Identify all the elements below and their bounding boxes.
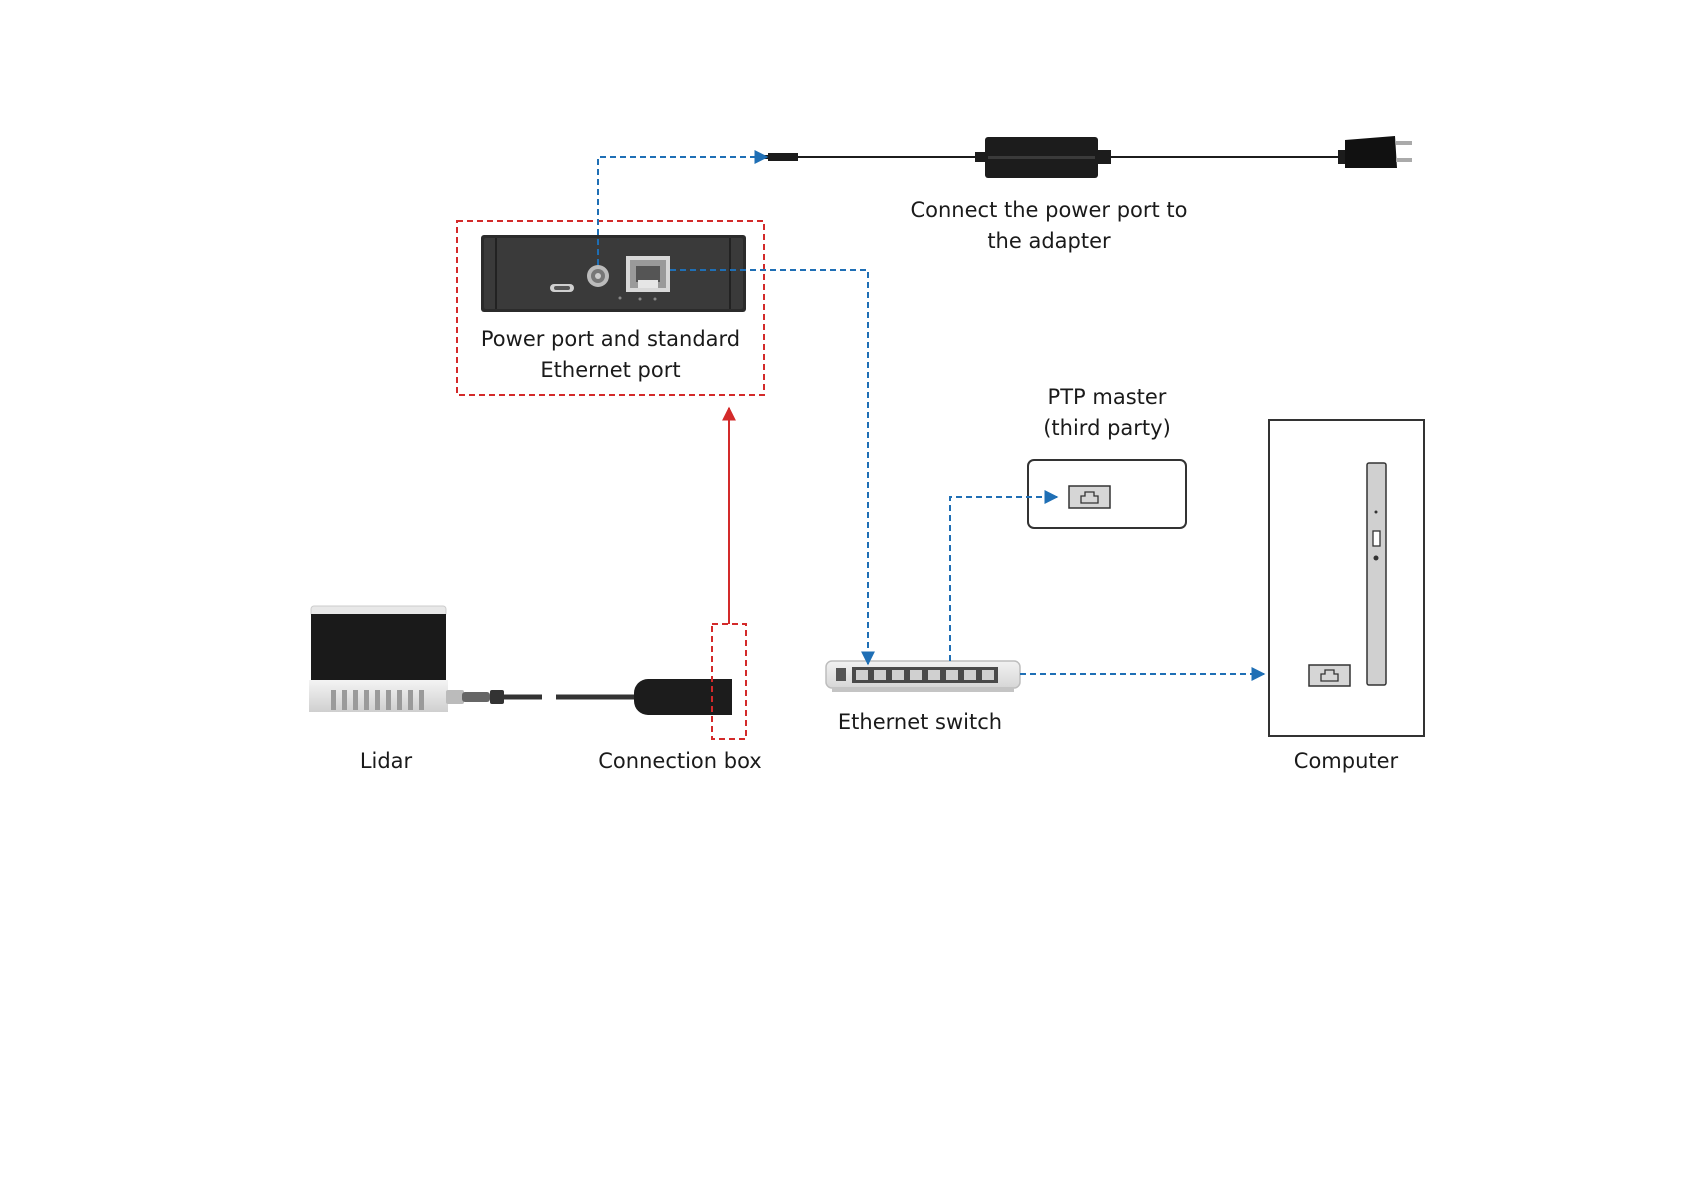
ethernet-switch-icon <box>826 661 1020 692</box>
lidar-sensor-icon <box>309 606 542 712</box>
adapter-label-line2: the adapter <box>884 226 1214 257</box>
lidar-label: Lidar <box>306 746 466 777</box>
ethernet-port-icon <box>1069 486 1110 508</box>
ports-label-line1: Power port and standard <box>457 324 764 355</box>
ptp-label-line2: (third party) <box>1007 413 1207 444</box>
computer-label: Computer <box>1246 746 1446 777</box>
ptp-master-device <box>1028 460 1186 528</box>
adapter-label: Connect the power port to the adapter <box>884 195 1214 257</box>
wall-plug-icon <box>1338 136 1412 168</box>
ports-label-line2: Ethernet port <box>457 355 764 386</box>
ethernet-switch-label: Ethernet switch <box>820 707 1020 738</box>
connection-box-icon <box>556 679 732 715</box>
connection-box-label: Connection box <box>580 746 780 777</box>
adapter-label-line1: Connect the power port to <box>884 195 1214 226</box>
ptp-label-line1: PTP master <box>1007 382 1207 413</box>
computer-tower-icon <box>1269 420 1424 736</box>
ptp-label: PTP master (third party) <box>1007 382 1207 444</box>
ethernet-port-icon <box>1309 665 1350 686</box>
connection-box-panel-icon <box>481 235 746 312</box>
ports-label: Power port and standard Ethernet port <box>457 324 764 386</box>
power-adapter-icon <box>760 137 1340 178</box>
